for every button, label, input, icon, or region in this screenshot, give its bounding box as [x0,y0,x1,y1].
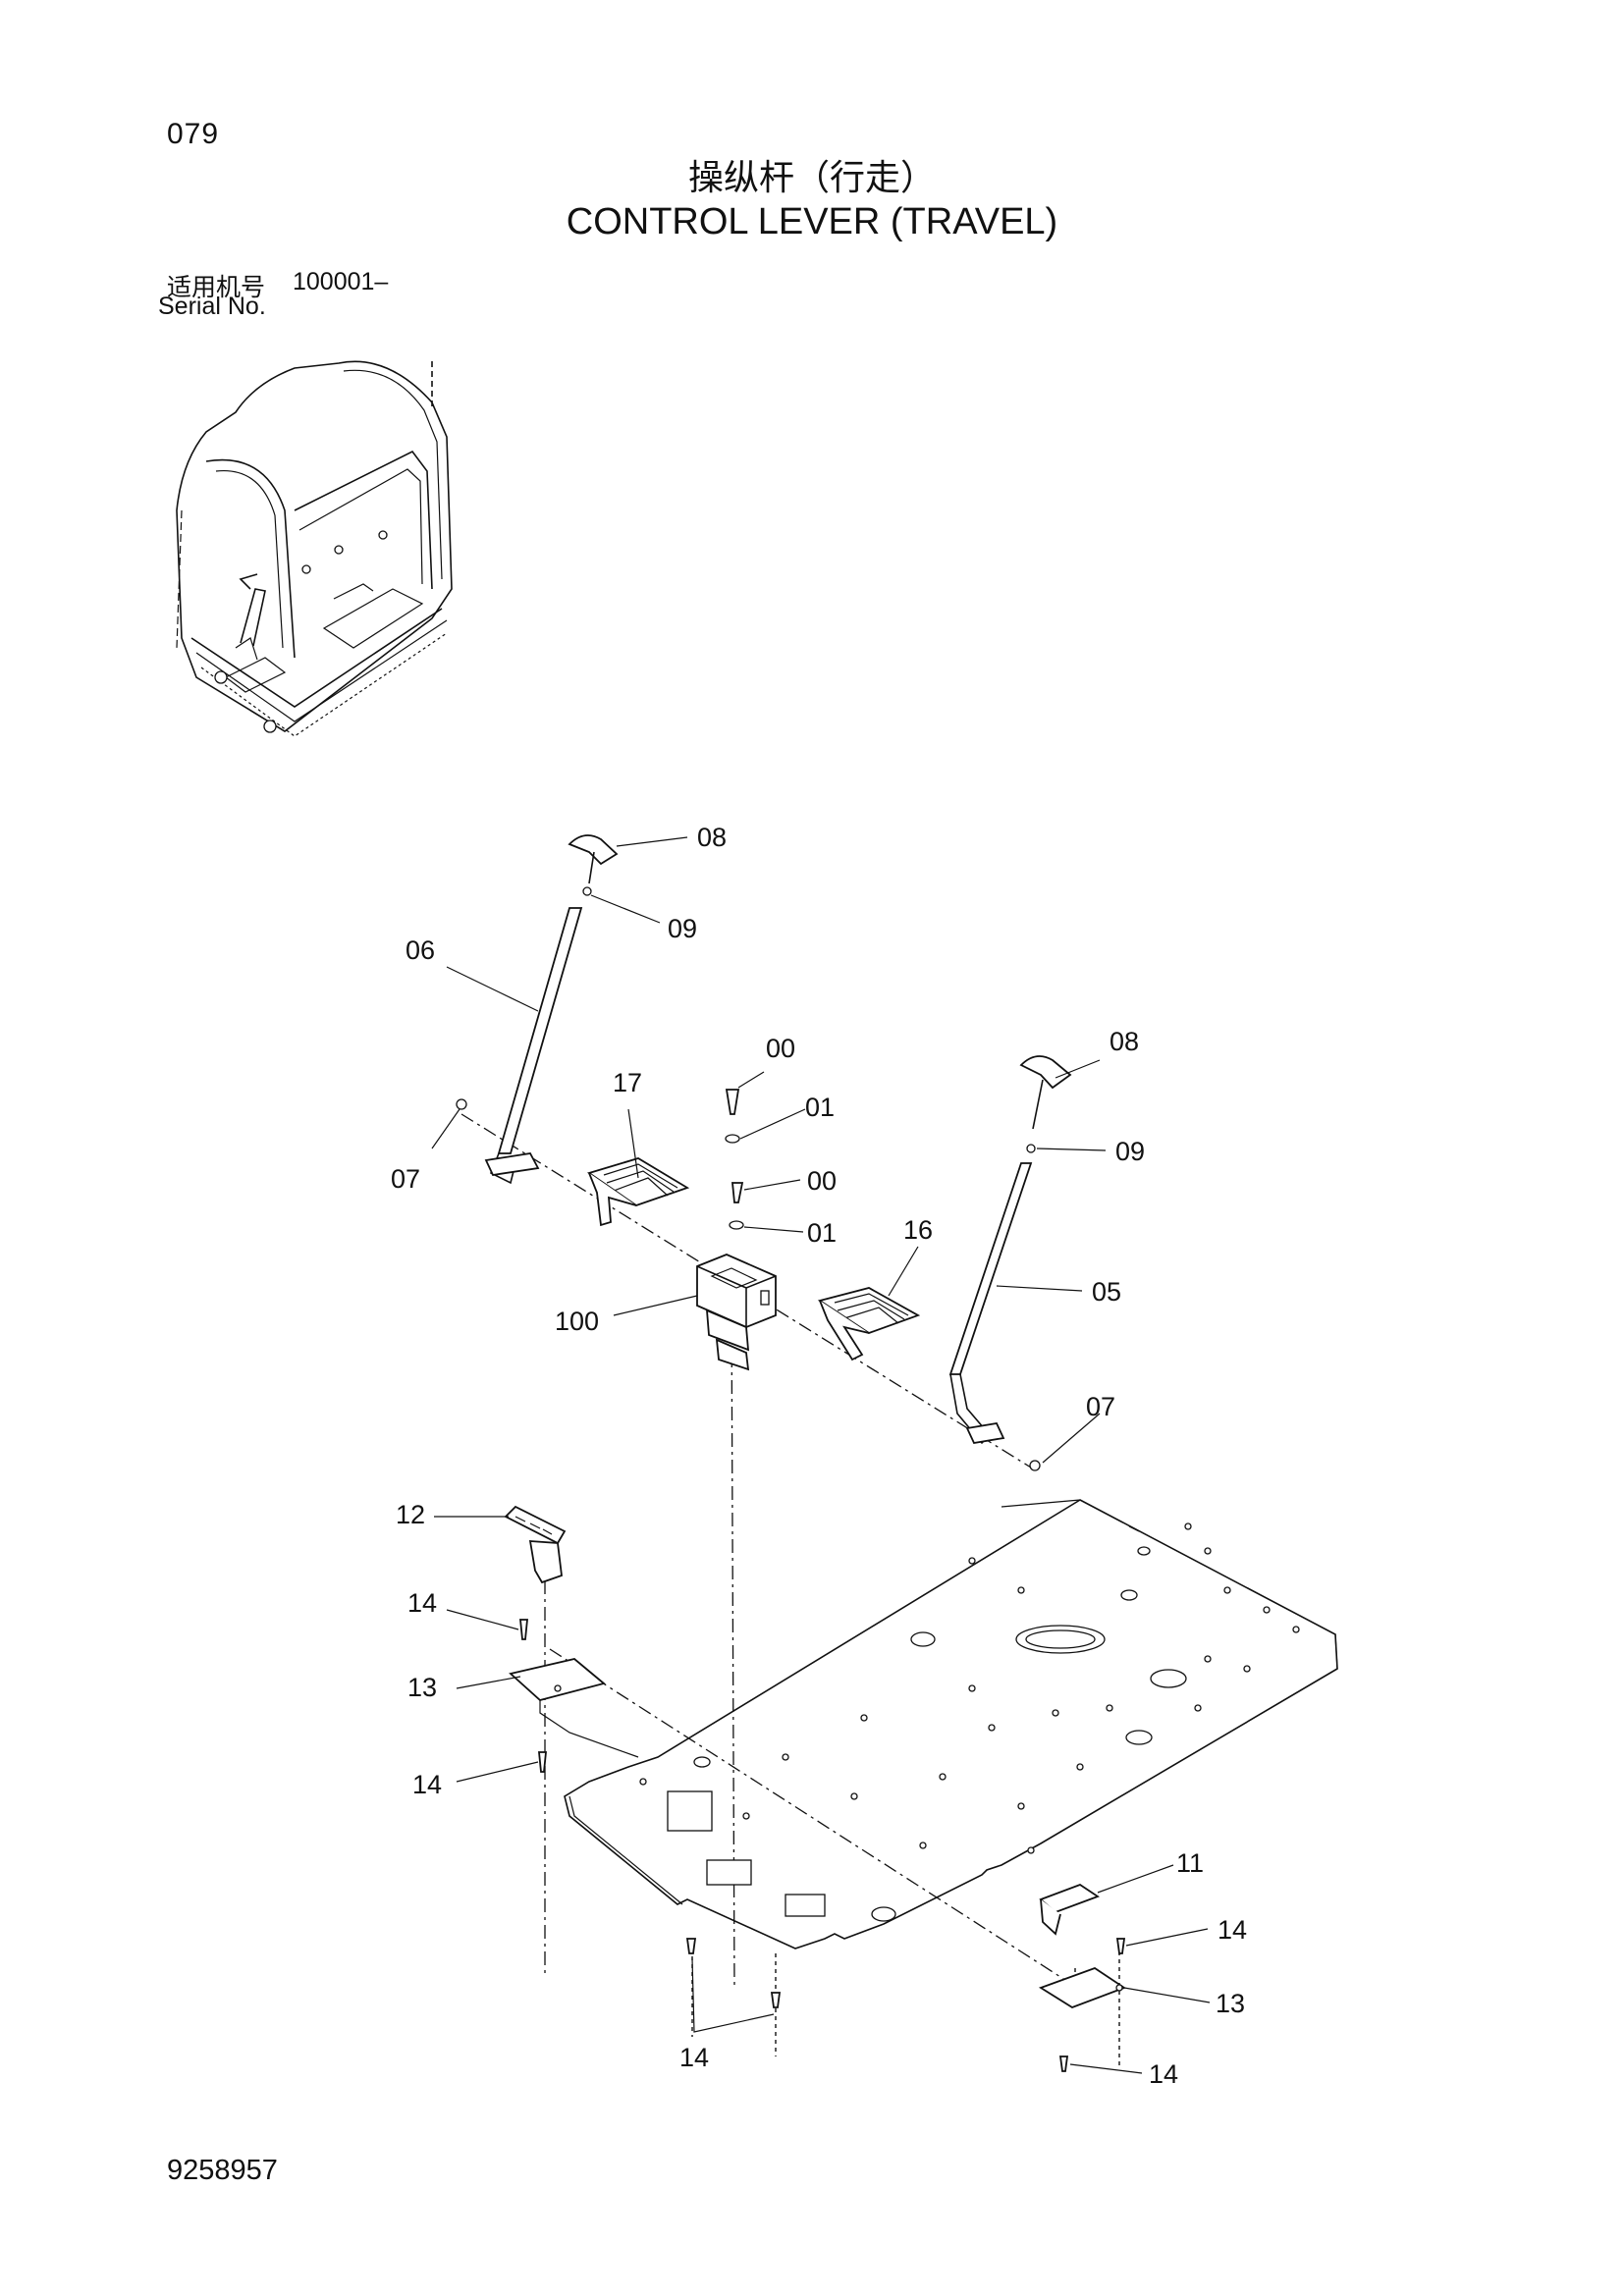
callout-11: 11 [1176,1848,1204,1878]
callout-09-left: 09 [668,914,697,943]
callout-14-a: 14 [407,1588,437,1618]
right-lever-assembly [948,1055,1072,1471]
callout-01-top: 01 [805,1093,835,1122]
callout-16: 16 [903,1215,933,1245]
callout-17: 17 [613,1068,642,1097]
page-number: 079 [167,118,220,150]
screws-washers [725,1089,744,1230]
left-footrest [504,1505,639,1773]
callout-08-right: 08 [1110,1027,1139,1056]
callout-08-left: 08 [697,823,727,852]
right-footrest [1038,1883,1126,2072]
callout-12: 12 [396,1500,425,1529]
callout-100: 100 [555,1307,599,1336]
callout-05: 05 [1092,1277,1121,1307]
callout-13-left: 13 [407,1673,437,1702]
pilot-valve [696,1254,777,1371]
floor-plate [564,1499,1338,1949]
callout-14-b: 14 [412,1770,442,1799]
callout-09-right: 09 [1115,1137,1145,1166]
leader-lines [431,836,1211,2074]
title-chinese: 操纵杆（行走） [687,158,936,198]
callout-00-top: 00 [766,1034,795,1063]
title-english: CONTROL LEVER (TRAVEL) [566,201,1058,242]
cab-thumbnail [176,360,453,737]
floor-bolts [685,1938,782,2008]
callout-07-right: 07 [1086,1392,1115,1421]
callout-01-bottom: 01 [807,1218,837,1248]
serial-label-english: Serial No. [158,293,266,320]
callout-00-bottom: 00 [807,1166,837,1196]
callouts: 08 09 06 07 17 00 01 00 01 08 09 16 100 … [391,823,1247,2089]
callout-14-e: 14 [679,2043,709,2072]
callout-14-c: 14 [1218,1915,1247,1945]
document-number: 9258957 [167,2155,278,2186]
callout-14-d: 14 [1149,2059,1178,2089]
left-lever-assembly [456,834,619,1185]
callout-07-left: 07 [391,1164,420,1194]
callout-13-right: 13 [1216,1989,1245,2018]
serial-label-chinese: 适用机号 [167,273,266,301]
serial-number: 100001– [293,268,389,295]
callout-06: 06 [406,935,435,965]
pedals [586,1157,921,1362]
